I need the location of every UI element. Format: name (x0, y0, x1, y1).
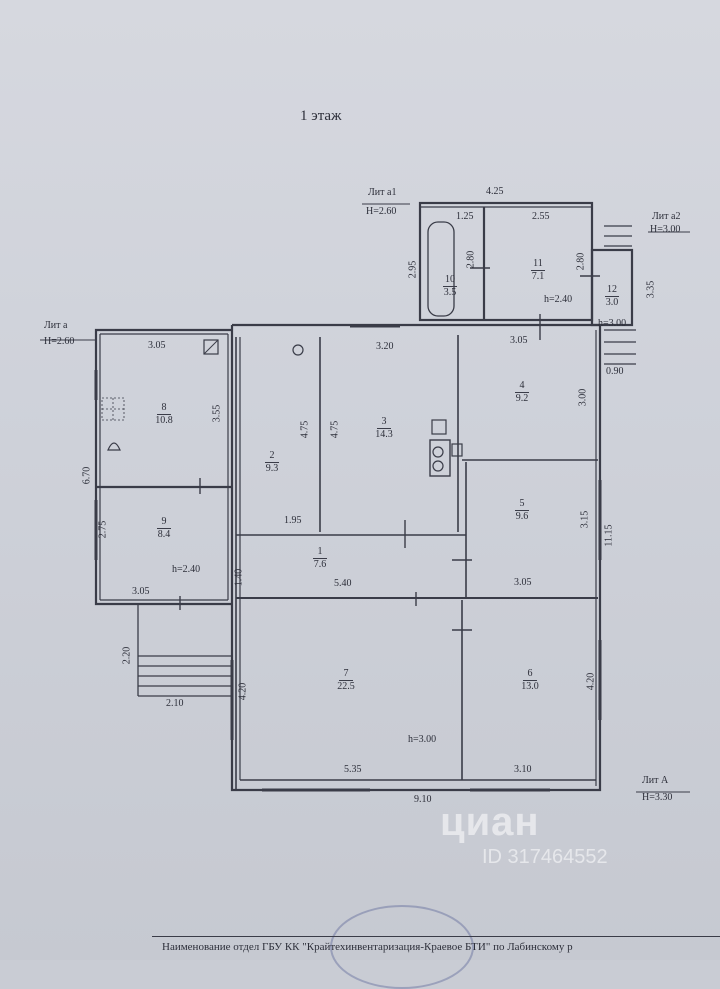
dim-3-10: 3.10 (514, 764, 532, 775)
annex-a2-outline (590, 248, 634, 327)
cian-watermark: циан ID 317464552 (440, 800, 608, 868)
height-h-2-40-top: h=2.40 (544, 294, 573, 305)
dim-1-40: 1.40 (233, 568, 245, 587)
footer-organization: Наименование отдел ГБУ КК "Крайтехинвент… (152, 936, 720, 960)
height-h-3-00-main: h=3.00 (408, 734, 437, 745)
annex-a-outline (94, 328, 232, 606)
dim-6-70: 6.70 (81, 466, 93, 485)
stove-icon (429, 439, 451, 477)
floor-plan-drawing (40, 201, 690, 793)
lit-a2-height: H=3.00 (650, 224, 681, 235)
lit-a-height: H=2.60 (44, 336, 75, 347)
dim-4-75a: 4.75 (299, 420, 311, 439)
sink-icon (203, 339, 219, 355)
dim-11-15: 11.15 (603, 524, 615, 547)
dim-4-20a: 4.20 (237, 682, 249, 701)
dim-3-20: 3.20 (376, 341, 394, 352)
lit-A-name: Лит А (642, 775, 669, 786)
lit-a2-name: Лит а2 (652, 211, 681, 222)
watermark-id: ID 317464552 (482, 846, 608, 868)
dim-2-20: 2.20 (121, 646, 133, 665)
dim-3-05-top4: 3.05 (510, 335, 528, 346)
dim-3-05-mid: 3.05 (514, 577, 532, 588)
lit-A-height: H=3.30 (642, 792, 673, 803)
dim-1-25: 1.25 (456, 211, 474, 222)
dim-5-35: 5.35 (344, 764, 362, 775)
lit-a1-height: H=2.60 (366, 206, 397, 217)
dim-2-80b: 2.80 (575, 252, 587, 271)
dim-4-25: 4.25 (486, 186, 504, 197)
height-h-3-00-top: h=3.00 (598, 318, 627, 329)
dim-4-20b: 4.20 (585, 672, 597, 691)
dim-2-95: 2.95 (407, 260, 419, 279)
dim-2-55: 2.55 (532, 211, 550, 222)
lit-a1-name: Лит а1 (368, 187, 397, 198)
height-h-2-40-left: h=2.40 (172, 564, 201, 575)
lit-a-name: Лит а (44, 320, 68, 331)
dim-1-95: 1.95 (284, 515, 302, 526)
dim-3-05-top8: 3.05 (148, 340, 166, 351)
watermark-brand: циан (440, 800, 540, 844)
main-house-outline (230, 323, 602, 792)
dim-3-05-bot9: 3.05 (132, 586, 150, 597)
dim-3-55: 3.55 (211, 404, 223, 423)
dim-3-00: 3.00 (577, 388, 589, 407)
dim-2-75: 2.75 (97, 520, 109, 539)
dim-3-15: 3.15 (579, 510, 591, 529)
bathtub-icon (427, 221, 455, 317)
floor-title: 1 этаж (300, 108, 342, 124)
dim-9-10: 9.10 (414, 794, 432, 805)
dim-2-80a: 2.80 (465, 250, 477, 269)
dim-0-90: 0.90 (606, 366, 624, 377)
dim-5-40: 5.40 (334, 578, 352, 589)
dim-3-35: 3.35 (645, 280, 657, 299)
dim-4-75b: 4.75 (329, 420, 341, 439)
dim-2-10: 2.10 (166, 698, 184, 709)
